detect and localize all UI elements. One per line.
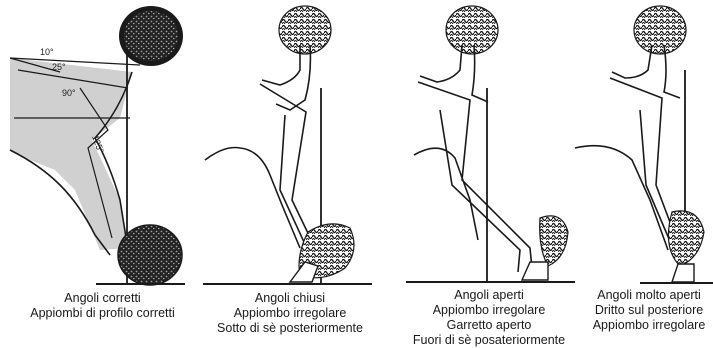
angle-label-90: 90° (62, 88, 76, 98)
panel-very-open (575, 6, 713, 283)
tail-tuft (279, 6, 331, 54)
angle-label-10: 10° (40, 47, 54, 57)
caption-line: Dritto sul posteriore (585, 303, 713, 318)
caption-line: Appiombo irregolare (585, 318, 713, 333)
caption-very-open: Angoli molto aperti Dritto sul posterior… (585, 288, 713, 333)
hoof (290, 262, 318, 282)
angle-label-25: 25° (52, 62, 66, 72)
caption-line: Angoli corretti (10, 291, 195, 306)
caption-correct: Angoli corretti Appiombi di profilo corr… (10, 291, 195, 321)
hoof (522, 262, 548, 280)
caption-line: Sotto di sè posteriormente (200, 321, 380, 336)
caption-line: Appiombo irregolare (400, 303, 578, 318)
tail-tuft (446, 6, 498, 54)
limb-shading (10, 58, 132, 250)
hoof (672, 264, 694, 282)
fetlock (668, 211, 704, 266)
tail-tuft (634, 6, 686, 54)
limb-outline (205, 45, 322, 270)
caption-line: Angoli molto aperti (585, 288, 713, 303)
caption-line: Angoli aperti (400, 288, 578, 303)
panel-correct: 10° 25° 90° 125° (10, 6, 185, 285)
fetlock (118, 225, 182, 285)
fetlock (540, 216, 568, 266)
caption-line: Angoli chiusi (200, 291, 380, 306)
panel-closed (203, 6, 372, 284)
caption-open: Angoli aperti Appiombo irregolare Garret… (400, 288, 578, 348)
caption-line: Appiombo irregolare (200, 306, 380, 321)
caption-closed: Angoli chiusi Appiombo irregolare Sotto … (200, 291, 380, 336)
caption-line: Fuori di sè posateriormente (400, 333, 578, 348)
panel-open (406, 6, 575, 283)
caption-line: Appiombi di profilo corretti (10, 306, 195, 321)
limb-outline (414, 45, 532, 272)
caption-line: Garretto aperto (400, 318, 578, 333)
